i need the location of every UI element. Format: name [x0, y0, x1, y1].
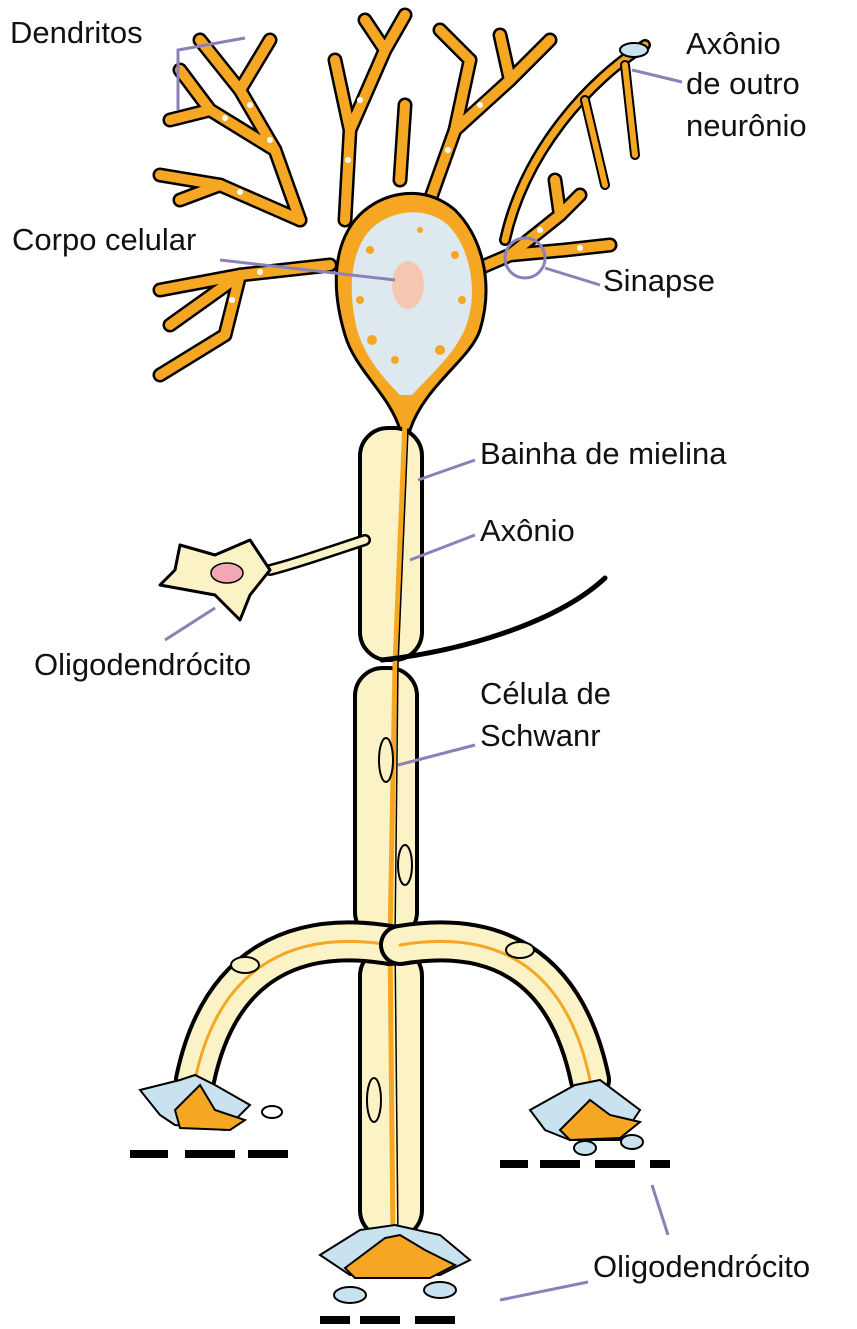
terminal-left [130, 1075, 288, 1158]
leader-oligo-2a [652, 1185, 668, 1235]
terminal-bottom [320, 1225, 470, 1324]
label-axonio-outro-line2: de outro [686, 64, 800, 104]
label-axonio-outro-line1: Axônio [686, 24, 781, 64]
label-celula-schwann-line1: Célula de [480, 674, 611, 714]
label-sinapse: Sinapse [603, 262, 715, 300]
label-corpo-celular: Corpo celular [12, 221, 196, 259]
label-oligodendrocito-2: Oligodendrócito [593, 1248, 810, 1286]
leader-oligo-2b [500, 1282, 588, 1300]
nucleus [392, 261, 424, 309]
oligodendrocyte-cell [160, 540, 365, 620]
terminal-right [500, 1080, 670, 1168]
cell-body [336, 193, 486, 430]
leader-sinapse [545, 268, 600, 285]
label-axonio: Axônio [480, 512, 575, 550]
label-axonio-outro-line3: neurônio [686, 106, 807, 146]
label-celula-schwann-line2: Schwanr [480, 716, 601, 756]
label-bainha-mielina: Bainha de mielina [480, 435, 726, 473]
label-dendritos: Dendritos [10, 14, 143, 52]
leader-axonio-outro [632, 70, 682, 82]
leader-oligo-1 [165, 608, 215, 640]
leader-bainha [418, 460, 475, 480]
label-oligodendrocito-1: Oligodendrócito [34, 646, 251, 684]
